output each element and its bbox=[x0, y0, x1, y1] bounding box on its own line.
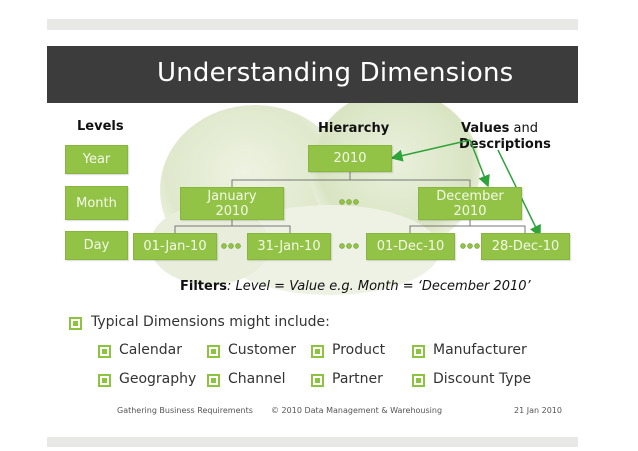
footer-left: Gathering Business Requirements bbox=[117, 406, 253, 415]
bullet-icon bbox=[98, 345, 111, 358]
node-28-dec-10: 28-Dec-10 bbox=[481, 233, 570, 260]
typical-intro: Typical Dimensions might include: bbox=[91, 314, 330, 330]
ellipsis-dec-days bbox=[461, 244, 480, 249]
item-product: Product bbox=[332, 342, 385, 358]
filters-text: Filters: Level = Value e.g. Month = ‘Dec… bbox=[180, 279, 531, 294]
level-day: Day bbox=[65, 231, 128, 260]
bullet-icon bbox=[412, 345, 425, 358]
bullet-icon bbox=[311, 345, 324, 358]
node-31-jan-10: 31-Jan-10 bbox=[247, 233, 331, 260]
node-01-jan-10: 01-Jan-10 bbox=[133, 233, 217, 260]
level-year: Year bbox=[65, 145, 128, 174]
bullet-icon bbox=[412, 374, 425, 387]
item-calendar: Calendar bbox=[119, 342, 182, 358]
node-year-2010: 2010 bbox=[308, 145, 392, 172]
ellipsis-between bbox=[340, 244, 359, 249]
bottom-accent-bar bbox=[47, 437, 578, 447]
item-discount-type: Discount Type bbox=[433, 371, 531, 387]
ellipsis-jan-days bbox=[222, 244, 241, 249]
footer-right: 21 Jan 2010 bbox=[514, 406, 562, 415]
bullet-icon bbox=[69, 317, 82, 330]
node-december-2010: December 2010 bbox=[418, 187, 522, 220]
item-geography: Geography bbox=[119, 371, 196, 387]
node-january-2010: January 2010 bbox=[180, 187, 284, 220]
bullet-icon bbox=[207, 345, 220, 358]
item-customer: Customer bbox=[228, 342, 296, 358]
bullet-icon bbox=[98, 374, 111, 387]
bullet-icon bbox=[207, 374, 220, 387]
footer-center: © 2010 Data Management & Warehousing bbox=[271, 406, 442, 415]
item-partner: Partner bbox=[332, 371, 383, 387]
item-channel: Channel bbox=[228, 371, 285, 387]
ellipsis-month bbox=[340, 200, 359, 205]
level-month: Month bbox=[65, 186, 128, 220]
item-manufacturer: Manufacturer bbox=[433, 342, 527, 358]
bullet-icon bbox=[311, 374, 324, 387]
node-01-dec-10: 01-Dec-10 bbox=[366, 233, 455, 260]
